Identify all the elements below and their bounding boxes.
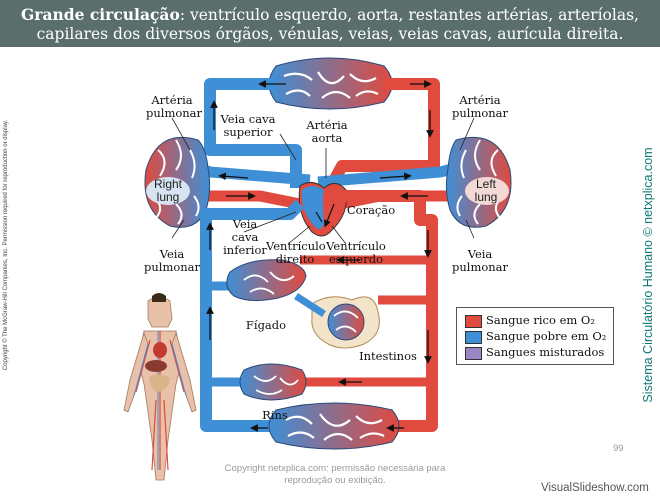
footer-brand: VisualSlideshow.com (541, 482, 649, 494)
label-veia-pulmonar-left: Veia pulmonar (144, 247, 201, 274)
side-copyright-mcgraw-hill: Copyright © The McGraw-Hill Companies, I… (0, 100, 12, 390)
legend-label-oxygen-poor: Sangue pobre em O₂ (486, 329, 607, 343)
side-copyright-text: Copyright © The McGraw-Hill Companies, I… (3, 119, 9, 371)
legend-label-oxygen-rich: Sangue rico em O₂ (486, 313, 595, 327)
slide-title-rest: : ventrículo esquerdo, aorta, restantes … (36, 6, 639, 43)
label-left-lung: Left lung (474, 177, 498, 204)
label-veia-pulmonar-right: Veia pulmonar (452, 247, 509, 274)
label-veia-cava-inferior: Veia cava inferior (223, 217, 267, 257)
slide-title: Grande circulação: ventrículo esquerdo, … (10, 5, 650, 44)
intestines (311, 296, 380, 349)
liver (226, 259, 307, 302)
right-lung (144, 136, 211, 228)
label-right-lung: Right lung (153, 177, 182, 204)
legend-label-mixed: Sangues misturados (486, 345, 605, 359)
pulmonary-vein-left-vessel (198, 190, 302, 210)
lower-body-capillary-bed (268, 402, 400, 450)
flow-arrows (206, 80, 434, 432)
label-arteria-pulmonar-left: Artéria pulmonar (146, 93, 203, 120)
page-number: 99 (613, 443, 624, 454)
kidneys (239, 363, 307, 401)
label-rins: Rins (262, 408, 288, 422)
slide-title-bold: Grande circulação (21, 5, 180, 24)
human-body-figure (123, 293, 197, 481)
upper-vein (204, 78, 302, 188)
label-coracao: Coração (346, 203, 396, 217)
label-arteria-pulmonar-right: Artéria pulmonar (452, 93, 509, 120)
label-arteria-aorta: Artéria aorta (306, 118, 348, 145)
legend: Sangue rico em O₂ Sangue pobre em O₂ San… (456, 307, 614, 365)
copyright-notice: Copyright netxplica.com: permissão neces… (224, 463, 446, 486)
legend-swatch-oxygen-poor (465, 331, 482, 344)
label-ventriculo-esquerdo: Ventrículo esquerdo (326, 239, 386, 266)
circulation-diagram (123, 57, 512, 481)
label-veia-cava-superior: Veia cava superior (220, 112, 276, 139)
heart (298, 182, 348, 237)
inferior-vena-cava (200, 199, 305, 432)
side-credit-text: Sistema Circulatório Humano © netxplica.… (641, 147, 655, 403)
label-leaders (171, 117, 475, 245)
upper-body-capillary-bed (268, 57, 393, 110)
side-credit-netxplica: Sistema Circulatório Humano © netxplica.… (638, 147, 658, 403)
slide-header: Grande circulação: ventrículo esquerdo, … (0, 0, 660, 47)
legend-swatch-mixed (465, 347, 482, 360)
label-intestinos: Intestinos (359, 349, 417, 363)
label-ventriculo-direito: Ventrículo direito (266, 239, 326, 266)
portal-vein (294, 293, 326, 317)
label-figado: Fígado (245, 318, 287, 332)
left-lung (445, 136, 512, 228)
legend-swatch-oxygen-rich (465, 315, 482, 328)
